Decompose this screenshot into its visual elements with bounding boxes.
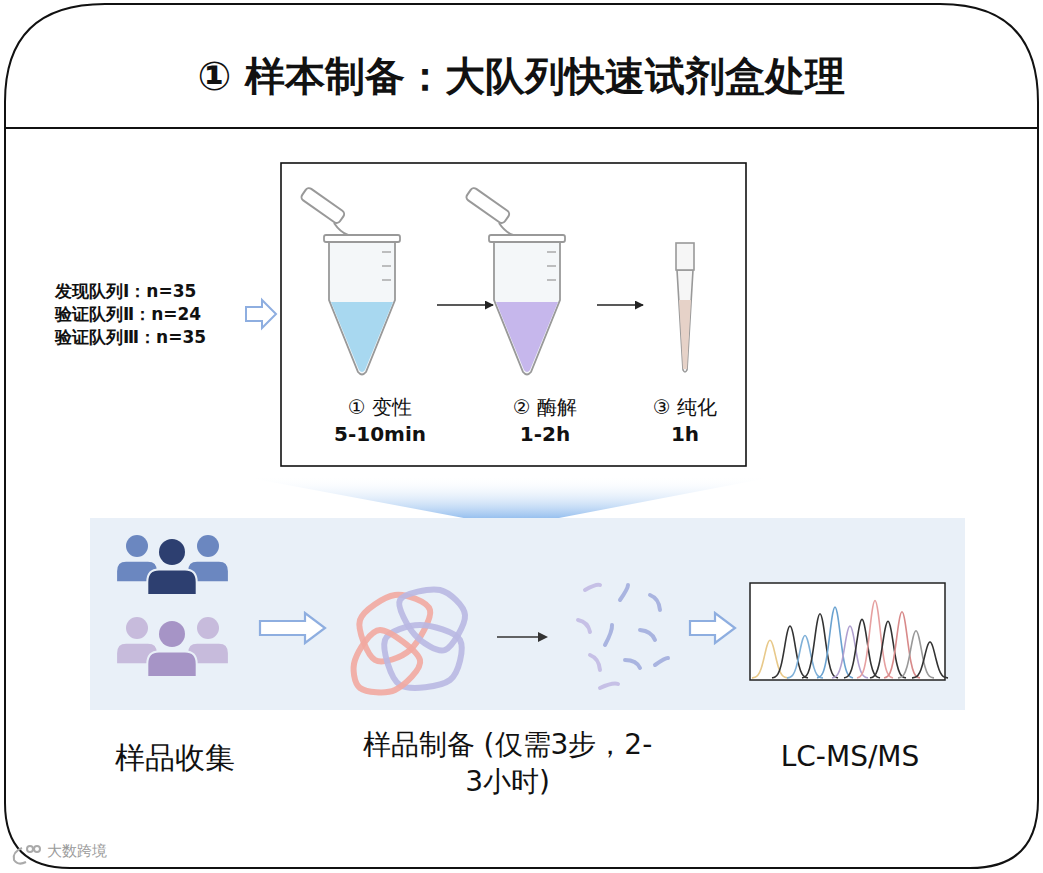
stage-node: LC-MS/MS xyxy=(745,525,955,775)
chromatogram-peak xyxy=(870,621,906,678)
step-time: 5-10min xyxy=(334,421,426,448)
peptide-fragment xyxy=(625,660,640,668)
pipette-tip xyxy=(676,243,694,372)
protein-strand xyxy=(354,630,421,692)
peptide-fragment xyxy=(590,655,600,670)
title: ① 样本制备：大队列快速试剂盒处理 xyxy=(0,52,1043,100)
stage-node: 样品制备 (仅需3步，2-3小时) xyxy=(335,525,680,800)
peptide-fragment xyxy=(578,620,590,632)
tube-icon xyxy=(465,187,565,375)
watermark-logo xyxy=(14,846,40,864)
chromatogram-peak xyxy=(898,631,934,678)
chromatogram-peak xyxy=(787,635,823,677)
cohort-label: 发现队列Ⅰ：n=35 xyxy=(55,280,196,303)
hollow-arrow xyxy=(246,300,276,328)
chromatogram-peak xyxy=(802,614,838,678)
tube-rim xyxy=(489,235,565,242)
person-head xyxy=(126,617,148,639)
chromatogram-peak xyxy=(844,619,880,678)
tip-body xyxy=(677,270,693,372)
inner-arrow-head xyxy=(538,632,548,642)
stage-label: 样品收集 xyxy=(115,738,235,777)
inner-arrow xyxy=(497,636,540,638)
tube-lid xyxy=(465,187,511,225)
tube-lid xyxy=(300,187,346,225)
cohort-label: 验证队列Ⅲ：n=35 xyxy=(55,326,206,349)
chromatogram-peak xyxy=(912,642,948,678)
workflow-band xyxy=(90,518,965,710)
person-body xyxy=(147,652,196,677)
tube-tick xyxy=(547,265,556,267)
tube-hinge xyxy=(334,223,348,235)
peptide-fragment xyxy=(605,625,612,645)
person-head xyxy=(126,535,148,557)
peptide-fragment xyxy=(655,658,668,665)
person-head xyxy=(197,617,219,639)
chromatogram-peak xyxy=(832,626,868,678)
peptide-fragment xyxy=(600,684,618,689)
peptide-fragment xyxy=(620,585,628,600)
tip-liquid xyxy=(679,300,691,369)
tube-tick xyxy=(382,251,391,253)
step-node: ① 变性5-10min xyxy=(325,190,435,448)
step-time: 1-2h xyxy=(520,421,570,448)
cohort-label: 验证队列Ⅱ：n=24 xyxy=(55,303,201,326)
stage-node: 样品收集 xyxy=(100,525,250,777)
tube-hinge xyxy=(499,223,513,235)
step-name: ① 变性 xyxy=(348,394,412,421)
kit-box xyxy=(281,163,746,466)
peptide-fragment xyxy=(640,630,655,640)
step-node: ③ 纯化1h xyxy=(645,190,725,448)
person-head xyxy=(159,539,185,565)
panel-border xyxy=(5,4,1038,868)
tube-liquid xyxy=(496,302,558,372)
hollow-arrow xyxy=(260,613,325,643)
peptide-fragment xyxy=(585,585,600,590)
tube-tick xyxy=(547,251,556,253)
chromatogram-peak xyxy=(817,607,853,678)
person-head xyxy=(159,621,185,647)
tip-collar xyxy=(676,243,694,270)
tube-liquid xyxy=(331,302,393,372)
flow-arrow xyxy=(597,304,643,306)
tube-tick xyxy=(382,265,391,267)
person-body xyxy=(147,570,196,595)
chromatogram-peak xyxy=(884,612,920,678)
tube-icon xyxy=(300,187,400,375)
watermark: 大数跨境 xyxy=(44,842,110,861)
tube-body xyxy=(494,241,560,375)
tube-rim xyxy=(324,235,400,242)
step-time: 1h xyxy=(671,421,699,448)
step-name: ③ 纯化 xyxy=(653,394,717,421)
flow-arrow xyxy=(437,304,493,306)
step-name: ② 酶解 xyxy=(513,394,577,421)
tube-tick xyxy=(547,279,556,281)
tube-body xyxy=(329,241,395,375)
step-node: ② 酶解1-2h xyxy=(495,190,595,448)
chromatogram-frame xyxy=(750,583,945,680)
person-head xyxy=(197,535,219,557)
title-rule xyxy=(5,127,1038,129)
stage-label: LC-MS/MS xyxy=(781,739,920,775)
stage-label: 样品制备 (仅需3步，2-3小时) xyxy=(363,727,653,800)
peptide-fragment xyxy=(650,595,660,610)
protein-strand xyxy=(399,589,465,650)
tube-tick xyxy=(382,279,391,281)
chromatogram-peak xyxy=(857,600,893,677)
chromatogram-peak xyxy=(772,626,808,678)
hollow-arrow xyxy=(690,613,735,643)
